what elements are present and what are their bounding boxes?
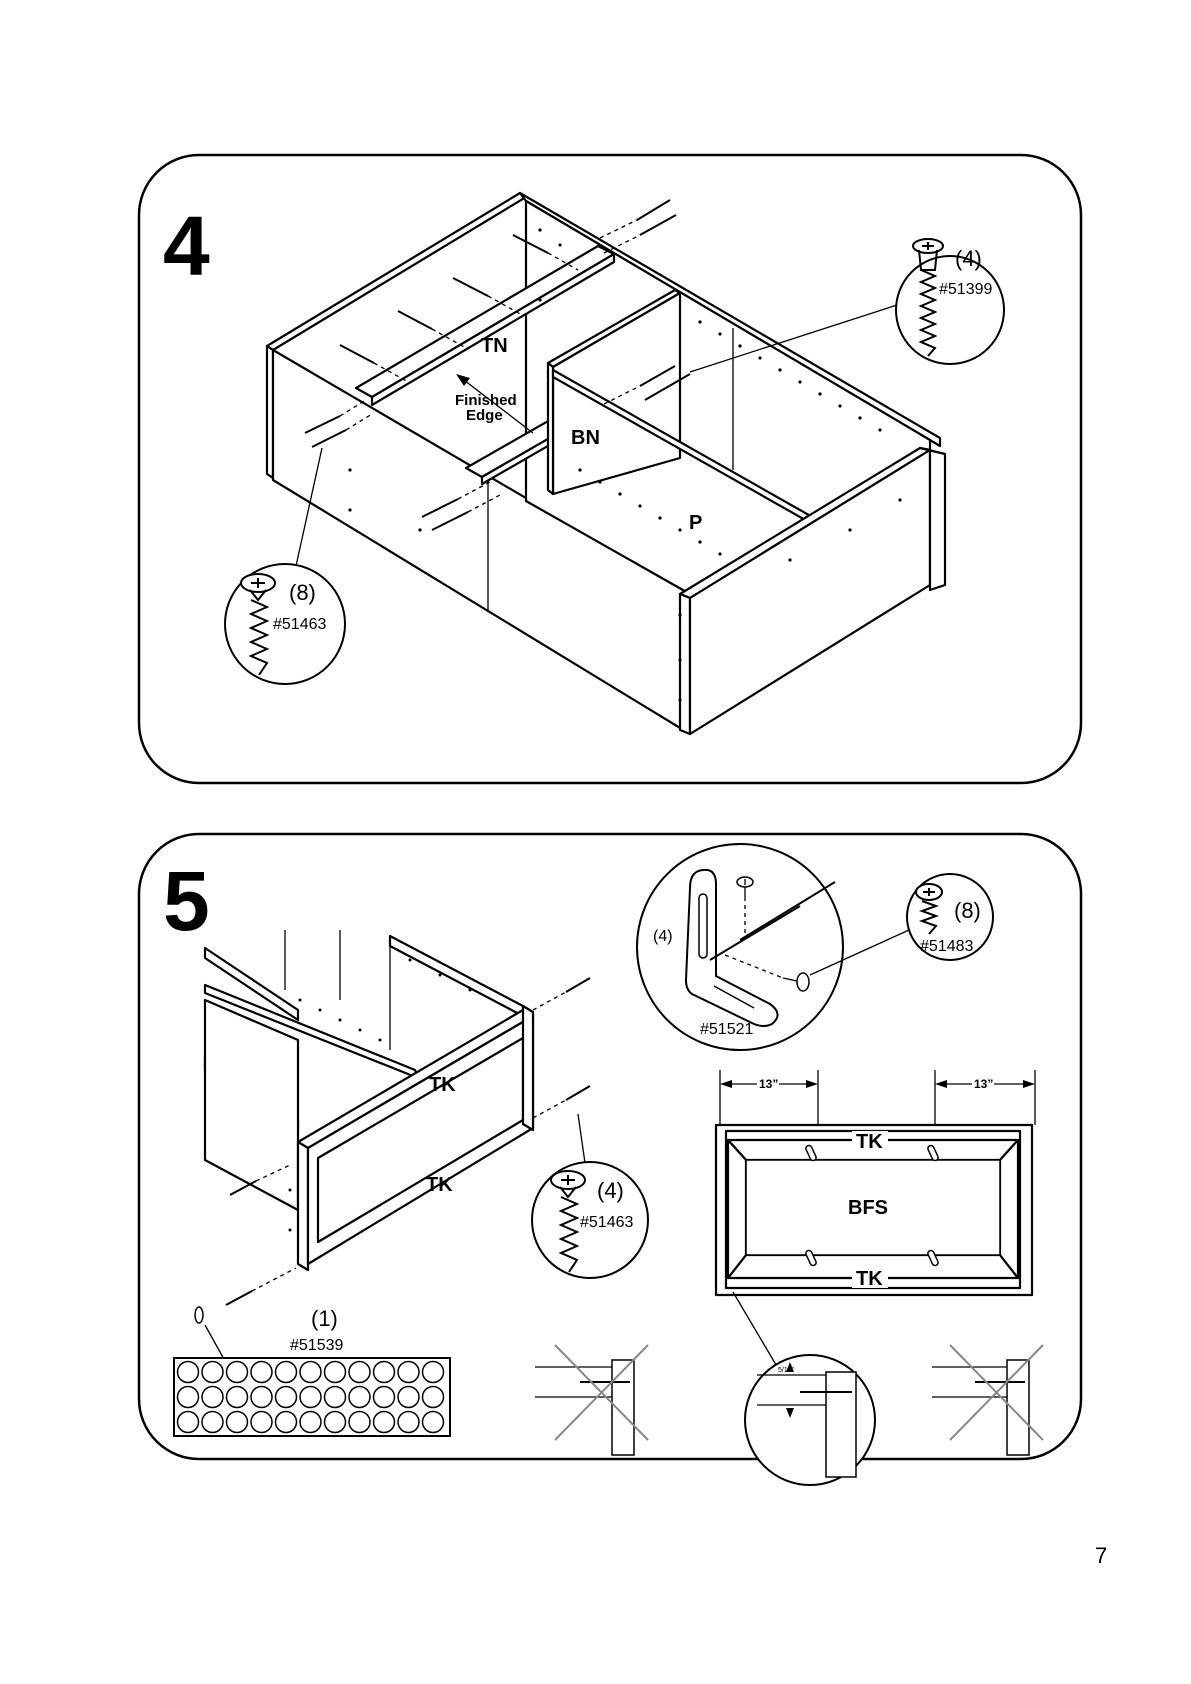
- part-51483: #51483: [920, 938, 973, 955]
- pad-grid: [178, 1362, 444, 1433]
- felt-pad: [251, 1387, 272, 1408]
- felt-pad: [276, 1362, 297, 1383]
- felt-pad: [276, 1387, 297, 1408]
- qty-51483: (8): [954, 898, 981, 923]
- label-tk-top: TK: [429, 1074, 456, 1096]
- felt-pad: [398, 1412, 419, 1433]
- correct-detail-magnifier: 5/16”: [745, 1355, 875, 1485]
- felt-pad: [251, 1362, 272, 1383]
- label-tn: TN: [481, 335, 508, 357]
- felt-pad: [178, 1412, 199, 1433]
- felt-pad: [374, 1412, 395, 1433]
- felt-pad: [423, 1362, 444, 1383]
- felt-pad: [374, 1362, 395, 1383]
- felt-pad: [423, 1387, 444, 1408]
- step-5-panel: 5: [139, 834, 1081, 1485]
- qty-51463-step4: (8): [289, 580, 316, 605]
- felt-pad: [300, 1362, 321, 1383]
- felt-pad: [276, 1412, 297, 1433]
- step-5-number: 5: [163, 854, 210, 948]
- felt-pad: [202, 1387, 223, 1408]
- part-51521: #51521: [700, 1021, 753, 1038]
- page-number: 7: [1095, 1543, 1107, 1568]
- pads-qty: (1): [311, 1306, 338, 1331]
- felt-pad: [423, 1412, 444, 1433]
- step-4-panel: 4: [139, 155, 1081, 783]
- felt-pad: [227, 1362, 248, 1383]
- felt-pad: [227, 1387, 248, 1408]
- felt-pad: [227, 1412, 248, 1433]
- felt-pad: [251, 1412, 272, 1433]
- qty-51463-step5: (4): [597, 1178, 624, 1203]
- felt-pad: [349, 1362, 370, 1383]
- pads-part: #51539: [290, 1337, 343, 1354]
- felt-pad: [202, 1412, 223, 1433]
- label-bn: BN: [571, 427, 600, 449]
- felt-pad: [178, 1362, 199, 1383]
- felt-pad: [202, 1362, 223, 1383]
- plan-tk-bottom: TK: [856, 1268, 883, 1290]
- qty-51521: (4): [653, 928, 673, 945]
- plan-bfs: BFS: [848, 1197, 888, 1219]
- felt-pad: [178, 1387, 199, 1408]
- felt-pad: [374, 1387, 395, 1408]
- part-51463-step4: #51463: [273, 616, 326, 633]
- dim-left: 13”: [759, 1077, 778, 1091]
- felt-pad: [325, 1362, 346, 1383]
- felt-pad: [325, 1412, 346, 1433]
- felt-pad: [349, 1387, 370, 1408]
- part-51399: #51399: [939, 281, 992, 298]
- felt-pad: [300, 1412, 321, 1433]
- qty-51399: (4): [955, 246, 982, 271]
- part-51463-step5: #51463: [580, 1214, 633, 1231]
- felt-pad: [325, 1387, 346, 1408]
- felt-pad: [398, 1387, 419, 1408]
- detail-dimension: 5/16”: [778, 1367, 795, 1374]
- felt-pad: [398, 1362, 419, 1383]
- label-tk-bottom: TK: [426, 1174, 453, 1196]
- dim-right: 13”: [974, 1077, 993, 1091]
- step-4-number: 4: [163, 199, 210, 293]
- label-finished-edge-2: Edge: [466, 407, 503, 424]
- plan-tk-top: TK: [856, 1131, 883, 1153]
- bracket-callout-51521: (4) #51521: [637, 844, 843, 1050]
- felt-pad: [300, 1387, 321, 1408]
- label-p: P: [689, 512, 702, 534]
- felt-pad: [349, 1412, 370, 1433]
